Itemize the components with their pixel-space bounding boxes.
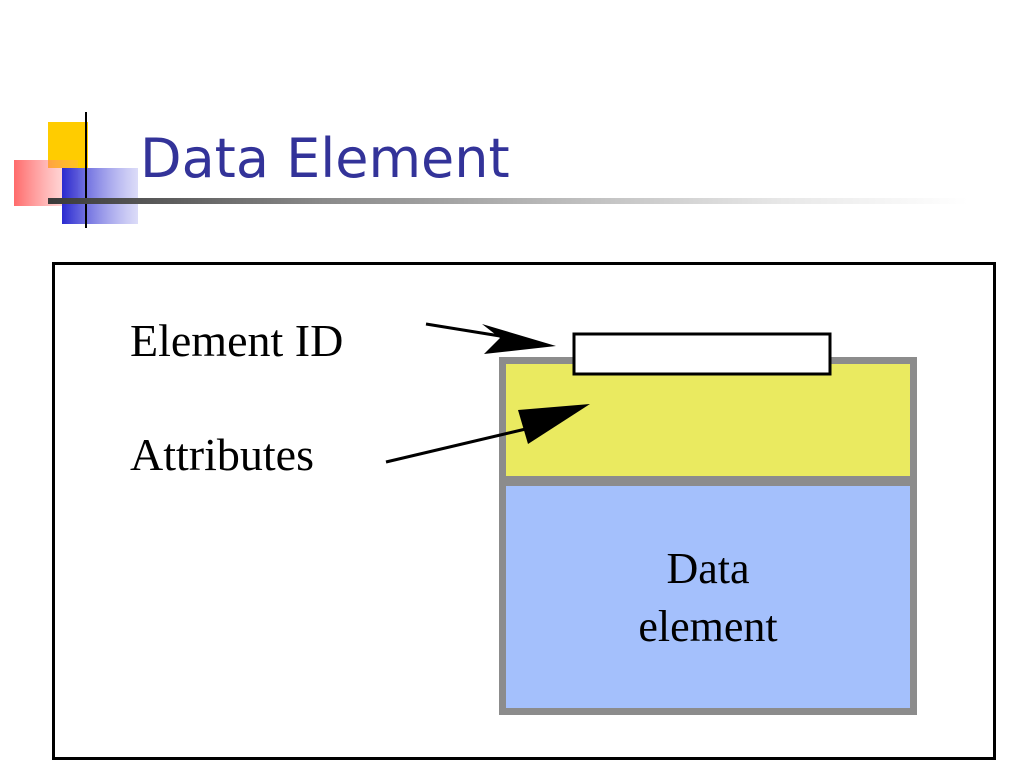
element-id-arrow-line [425,322,501,338]
title-underline [48,198,968,204]
data-element-line2: element [638,602,778,651]
attributes-arrowhead [518,404,590,444]
element-id-arrowhead [482,324,556,354]
slide-title: Data Element [140,127,510,190]
attributes-arrow-line [385,426,531,464]
element-id-box [572,332,832,376]
data-element-line1: Data [666,544,750,593]
attributes-area [506,364,910,476]
logo-blue-square [62,168,138,224]
data-element-text: Data element [506,540,910,656]
data-area [506,486,910,708]
attributes-label: Attributes [130,429,314,480]
slide-logo-icon [14,112,138,228]
element-id-label: Element ID [130,315,344,366]
